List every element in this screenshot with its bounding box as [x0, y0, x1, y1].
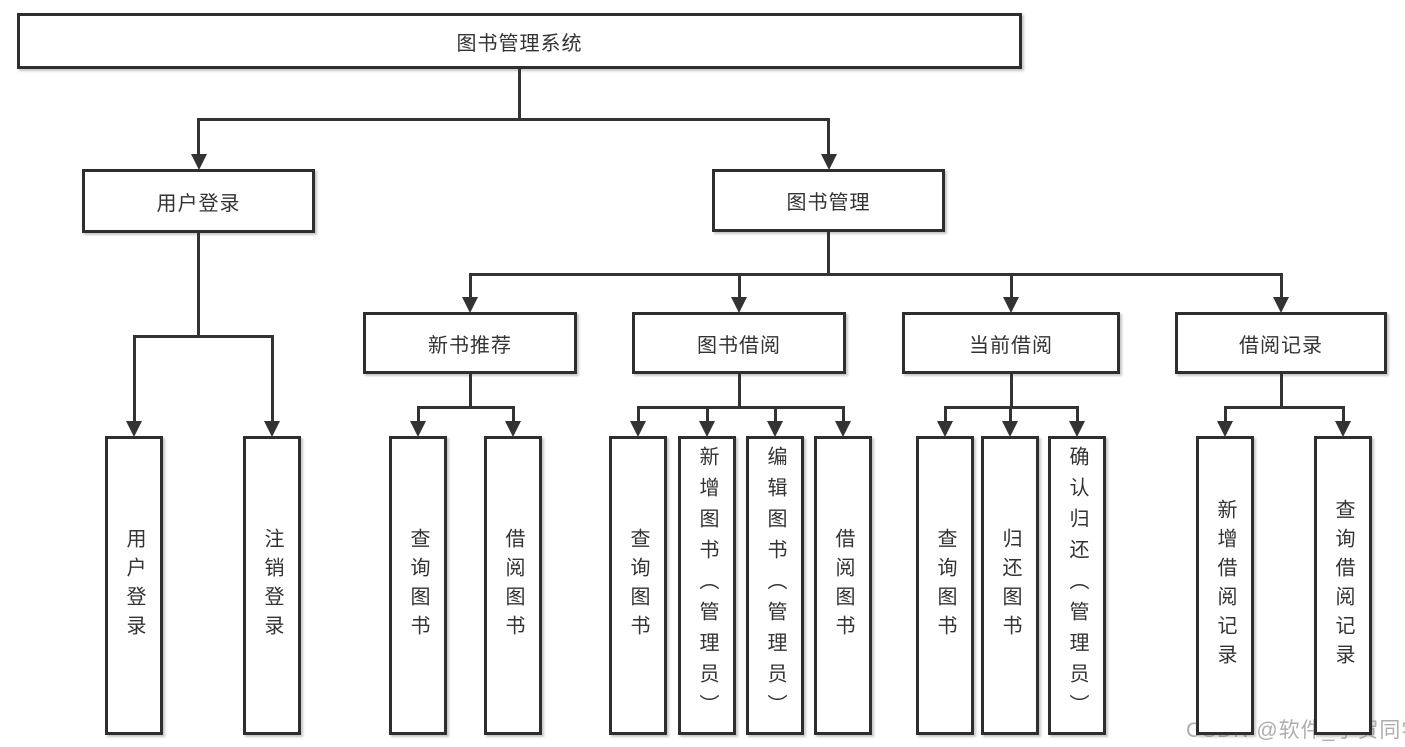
connector-line: [518, 69, 521, 121]
arrow-down-icon: [1273, 297, 1289, 313]
node-new-books: 新书推荐: [363, 312, 577, 374]
node-br-add: 新增借阅记录: [1196, 436, 1254, 735]
node-nb-borrow: 借阅图书: [484, 436, 542, 735]
arrow-down-icon: [699, 421, 715, 437]
node-book-borrow: 图书借阅: [632, 312, 846, 374]
connector-line: [1223, 406, 1227, 423]
arrow-down-icon: [820, 154, 837, 170]
node-bb-edit: 编辑图书（管理员）: [746, 436, 804, 735]
arrow-down-icon: [937, 421, 953, 437]
node-user-login: 用户登录: [82, 169, 315, 233]
node-cb-confirm: 确认归还（管理员）: [1048, 436, 1106, 735]
connector-line: [827, 118, 830, 156]
arrow-down-icon: [1003, 297, 1019, 313]
connector-line: [468, 273, 472, 299]
connector-line: [1279, 374, 1283, 409]
connector-line: [1341, 406, 1345, 423]
node-br-query: 查询借阅记录: [1314, 436, 1372, 735]
node-cb-query: 查询图书: [916, 436, 974, 735]
connector-line: [270, 335, 274, 423]
node-borrow-records: 借阅记录: [1175, 312, 1387, 374]
connector-line: [132, 335, 274, 338]
node-bb-borrow: 借阅图书: [814, 436, 872, 735]
arrow-down-icon: [1002, 421, 1018, 437]
arrow-down-icon: [1217, 421, 1233, 437]
node-bb-query: 查询图书: [609, 436, 667, 735]
connector-line: [1009, 374, 1013, 409]
connector-line: [197, 233, 200, 338]
node-nb-query: 查询图书: [389, 436, 447, 735]
connector-line: [416, 406, 515, 409]
connector-line: [1223, 406, 1345, 409]
arrow-down-icon: [505, 421, 521, 437]
node-leaf-logout: 注销登录: [243, 436, 301, 735]
connector-line: [1009, 273, 1013, 299]
arrow-down-icon: [410, 421, 426, 437]
arrow-down-icon: [630, 421, 646, 437]
connector-line: [827, 232, 830, 276]
connector-line: [468, 273, 1283, 276]
node-root: 图书管理系统: [17, 13, 1022, 69]
arrow-down-icon: [1069, 421, 1085, 437]
arrow-down-icon: [190, 154, 207, 170]
node-current-borrow: 当前借阅: [902, 312, 1120, 374]
node-leaf-login: 用户登录: [105, 436, 163, 735]
connector-line: [636, 406, 845, 409]
connector-line: [1075, 406, 1079, 423]
connector-line: [416, 406, 420, 423]
connector-line: [841, 406, 845, 423]
connector-line: [132, 335, 136, 423]
connector-line: [511, 406, 515, 423]
connector-line: [943, 406, 947, 423]
connector-line: [1279, 273, 1283, 299]
connector-line: [468, 374, 472, 409]
arrow-down-icon: [767, 421, 783, 437]
connector-line: [773, 406, 777, 423]
arrow-down-icon: [1335, 421, 1351, 437]
arrow-down-icon: [126, 421, 142, 437]
connector-line: [197, 118, 830, 121]
arrow-down-icon: [264, 421, 280, 437]
connector-line: [636, 406, 640, 423]
arrow-down-icon: [462, 297, 478, 313]
node-book-mgmt: 图书管理: [712, 169, 945, 232]
connector-line: [737, 273, 741, 299]
node-bb-add: 新增图书（管理员）: [678, 436, 736, 735]
connector-line: [705, 406, 709, 423]
connector-line: [737, 374, 741, 409]
node-cb-return: 归还图书: [981, 436, 1039, 735]
arrow-down-icon: [835, 421, 851, 437]
arrow-down-icon: [731, 297, 747, 313]
connector-line: [1008, 406, 1012, 423]
connector-line: [197, 118, 200, 156]
